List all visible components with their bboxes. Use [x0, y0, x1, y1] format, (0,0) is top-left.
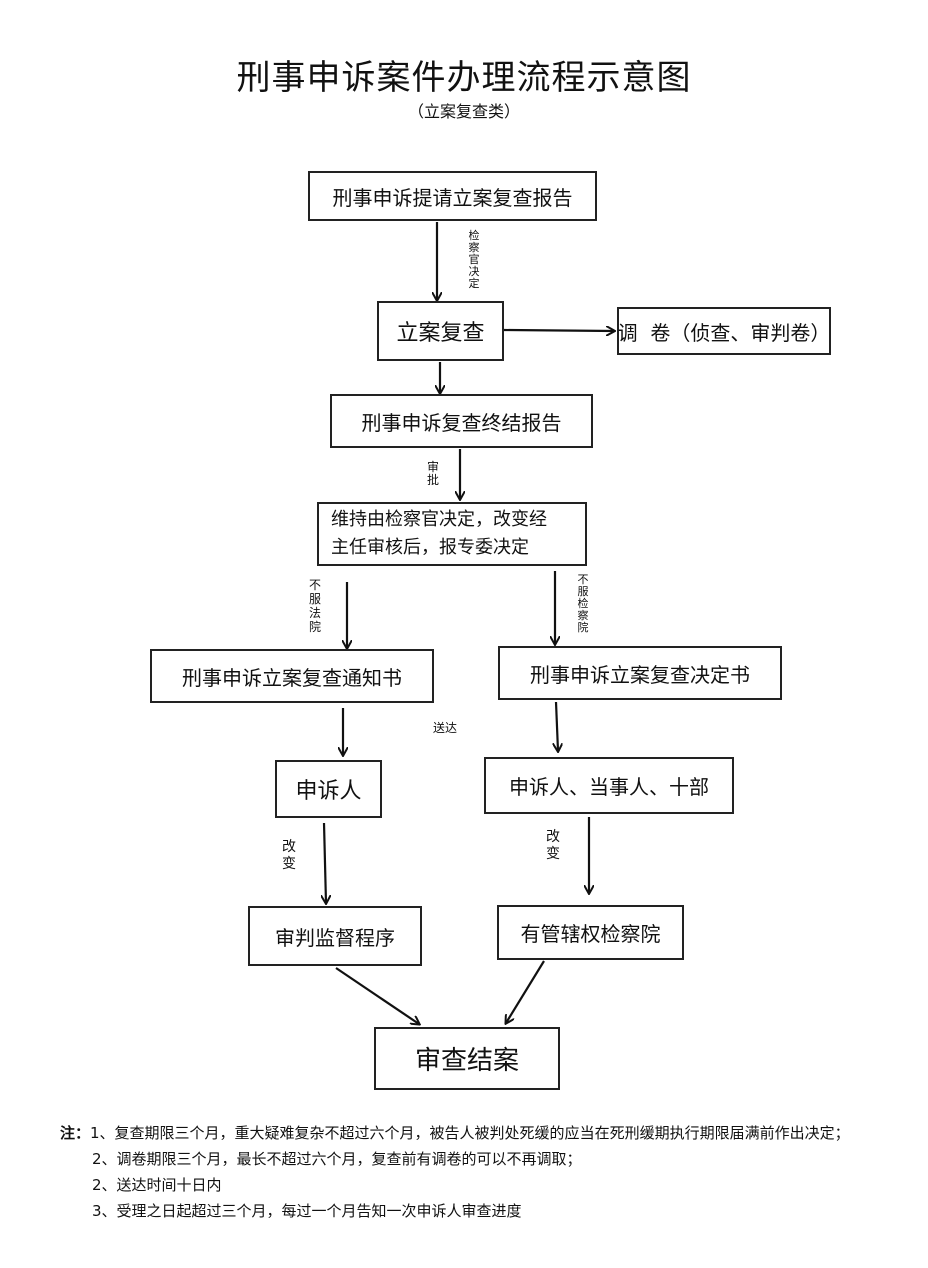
- box-decision-line2: 主任审核后，报专委决定: [331, 537, 529, 558]
- box-decision-line1: 维持由检察官决定，改变经: [331, 509, 547, 530]
- note-1-text: 1、复查期限三个月，重大疑难复杂不超过六个月，被告人被判处死缓的应当在死刑缓期执…: [90, 1124, 850, 1142]
- footnotes: 注：1、复查期限三个月，重大疑难复杂不超过六个月，被告人被判处死缓的应当在死刑缓…: [60, 1122, 890, 1222]
- arrow-doc-to-parties: [556, 701, 558, 751]
- box-parties: 申诉人、当事人、十部: [484, 757, 734, 814]
- box-jurisdiction-label: 有管辖权检察院: [520, 922, 661, 946]
- box-jurisdiction: 有管辖权检察院: [497, 905, 684, 960]
- box-review-label: 立案复查: [396, 321, 485, 346]
- box-trial-supervision: 审判监督程序: [248, 906, 422, 966]
- box-retrieve: 调 卷（侦查、审判卷）: [617, 307, 831, 355]
- box-trial-supervision-label: 审判监督程序: [275, 925, 395, 950]
- box-review: 立案复查: [377, 301, 504, 361]
- box-appellant: 申诉人: [275, 760, 382, 818]
- box-final-report-label: 刑事申诉复查终结报告: [361, 410, 562, 435]
- box-notice-label: 刑事申诉立案复查通知书: [182, 665, 402, 690]
- arrow-review-to-retrieve: [503, 330, 614, 331]
- box-decision: 维持由检察官决定，改变经 主任审核后，报专委决定: [317, 502, 587, 566]
- arrow-jurisdiction-to-close: [506, 960, 545, 1023]
- label-not-accept-procuratorate: 不服检察院: [577, 573, 589, 634]
- box-close-label: 审查结案: [414, 1046, 519, 1076]
- box-close: 审查结案: [374, 1027, 560, 1090]
- label-change-right: 改变: [546, 829, 560, 862]
- label-deliver: 送达: [433, 721, 458, 735]
- label-change-left: 改变: [282, 839, 296, 872]
- box-notice: 刑事申诉立案复查通知书: [150, 649, 434, 703]
- page-subtitle: （立案复查类）: [407, 102, 520, 121]
- note-prefix: 注：: [60, 1124, 91, 1142]
- box-final-report: 刑事申诉复查终结报告: [330, 394, 593, 448]
- label-approve: 审批: [426, 460, 439, 487]
- note-1: 注：1、复查期限三个月，重大疑难复杂不超过六个月，被告人被判处死缓的应当在死刑缓…: [60, 1122, 890, 1144]
- note-4: 3、受理之日起超过三个月，每过一个月告知一次申诉人审查进度: [92, 1202, 522, 1220]
- note-2: 2、调卷期限三个月，最长不超过六个月，复查前有调卷的可以不再调取；: [92, 1150, 582, 1168]
- label-not-accept-court: 不服法院: [308, 578, 321, 634]
- page-title: 刑事申诉案件办理流程示意图: [236, 58, 692, 98]
- arrow-appellant-to-trial: [324, 822, 326, 903]
- arrow-trial-to-close: [335, 967, 419, 1024]
- label-prosecutor-decides: 检察官决定: [468, 229, 480, 290]
- box-report-label: 刑事申诉提请立案复查报告: [332, 185, 573, 210]
- box-appellant-label: 申诉人: [295, 779, 362, 804]
- box-decision-doc: 刑事申诉立案复查决定书: [498, 646, 782, 700]
- box-retrieve-label: 调 卷（侦查、审判卷）: [617, 320, 831, 345]
- box-decision-doc-label: 刑事申诉立案复查决定书: [530, 662, 750, 687]
- note-3: 2、送达时间十日内: [92, 1176, 222, 1194]
- box-parties-label: 申诉人、当事人、十部: [509, 775, 709, 799]
- box-report: 刑事申诉提请立案复查报告: [308, 171, 597, 221]
